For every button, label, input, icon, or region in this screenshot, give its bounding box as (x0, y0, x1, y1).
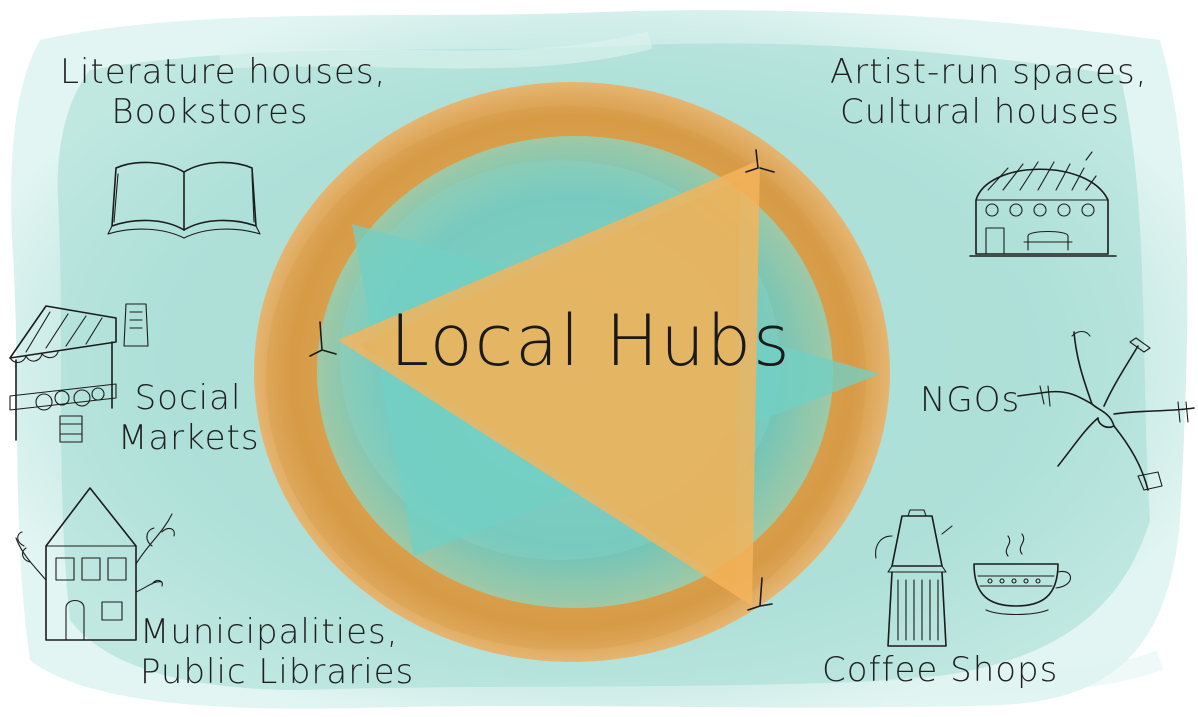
hub-label-ngos: NGOs (920, 380, 1020, 420)
coffee-pot-cup-icon (870, 506, 1080, 656)
hub-label-coffee: Coffee Shops (822, 650, 1052, 690)
hub-label-municipal-line2: Public Libraries (140, 652, 380, 692)
open-book-icon (104, 152, 264, 242)
market-stall-icon (6, 298, 156, 448)
joined-hands-icon (1018, 326, 1196, 496)
hub-label-artist: Artist-run spaces, Cultural houses (830, 52, 1130, 132)
town-house-icon (12, 484, 182, 644)
center-title: Local Hubs (390, 300, 750, 383)
hub-label-literature: Literature houses, Bookstores (60, 52, 360, 132)
hub-label-artist-line1: Artist-run spaces, (830, 52, 1130, 92)
hub-label-literature-line2: Bookstores (60, 92, 360, 132)
hub-label-literature-line1: Literature houses, (60, 52, 360, 92)
hub-label-artist-line2: Cultural houses (830, 92, 1130, 132)
cultural-house-icon (968, 150, 1118, 260)
